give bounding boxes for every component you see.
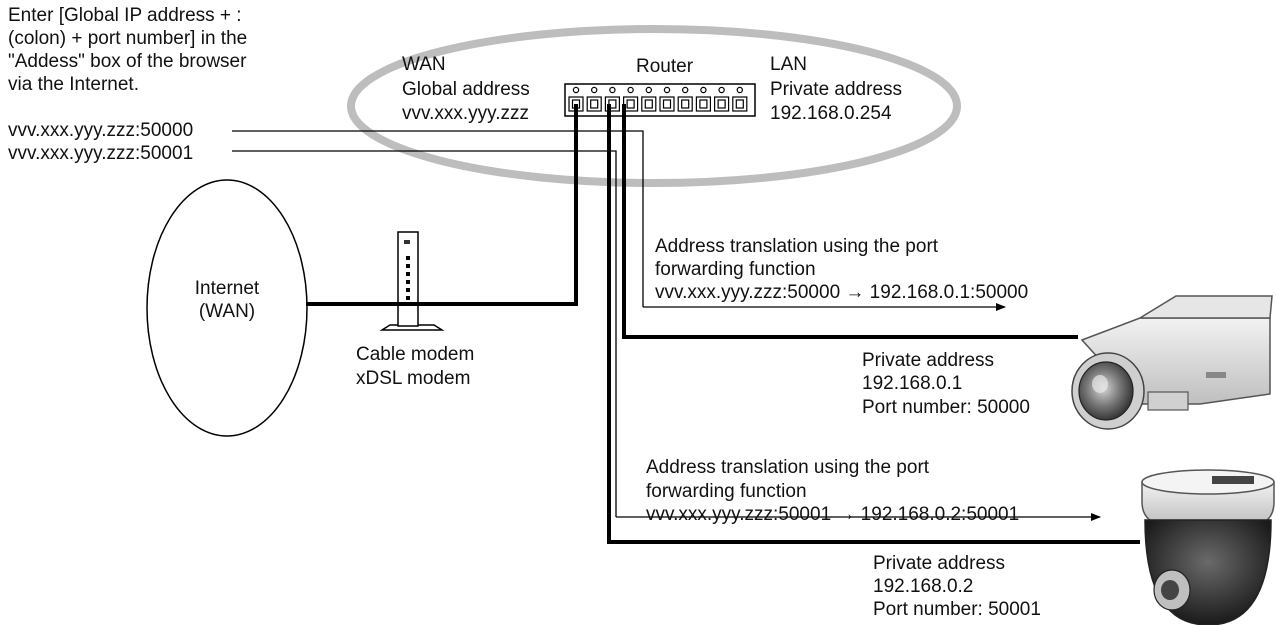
- internet-label-line-2: (WAN): [198, 301, 256, 322]
- modem-icon: [379, 231, 445, 331]
- modem-label-line-1: Cable modem: [356, 344, 475, 365]
- instruction-line-3: "Addess" box of the browser: [8, 51, 247, 72]
- lan-address-label: Private address: [770, 79, 903, 100]
- cable-router-camera-b: [607, 104, 1140, 544]
- router-led: [627, 86, 634, 94]
- access-lines: [232, 130, 1101, 521]
- instruction-line-4: via the Internet.: [8, 74, 139, 95]
- camera-b-address-label: Private address: [873, 553, 1006, 574]
- router-led: [572, 86, 580, 94]
- router-port: [732, 96, 748, 112]
- camera-a-port: Port number: 50000: [862, 397, 1030, 418]
- lan-label: LAN: [770, 54, 807, 75]
- camera-a-address-label: Private address: [862, 350, 995, 371]
- access-line-port-b: [232, 150, 617, 517]
- modem-label-line-2: xDSL modem: [356, 368, 471, 389]
- lan-address: 192.168.0.254: [770, 103, 892, 124]
- cable-internet-modem: [306, 104, 578, 306]
- router-led: [609, 86, 616, 94]
- translation-a-line-3: vvv.xxx.yyy.zzz:50000 → 192.168.0.1:5000…: [655, 282, 1029, 303]
- router-port-jack: [735, 99, 744, 109]
- router-led: [663, 86, 671, 94]
- router-port-jack: [717, 99, 726, 109]
- router-port: [604, 96, 621, 112]
- router-port: [586, 96, 602, 112]
- wan-address: vvv.xxx.yyy.zzz: [402, 103, 530, 124]
- camera-b-port: Port number: 50001: [873, 599, 1041, 620]
- router-led: [591, 86, 598, 94]
- router-port: [659, 96, 675, 112]
- cable-router-camera-a: [622, 104, 1078, 339]
- router-label: Router: [636, 56, 694, 77]
- router-icon: [564, 83, 756, 117]
- translation-b-line-3: vvv.xxx.yyy.zzz:50001 → 192.168.0.2:5000…: [646, 504, 1020, 525]
- router-port-jack: [626, 99, 635, 109]
- url-port-b: vvv.xxx.yyy.zzz:50001: [8, 143, 194, 164]
- wan-label: WAN: [402, 54, 446, 75]
- router-port-jack: [644, 99, 653, 109]
- translation-a-line-1: Address translation using the port: [655, 236, 939, 257]
- router-led: [645, 86, 653, 94]
- camera-b-address: 192.168.0.2: [873, 576, 974, 597]
- camera-a-address: 192.168.0.1: [862, 373, 963, 394]
- translation-b-line-2: forwarding function: [646, 481, 807, 502]
- internet-cloud-icon: [146, 179, 308, 437]
- translation-a-line-2: forwarding function: [655, 259, 816, 280]
- dome-camera-icon: [1141, 469, 1275, 625]
- wan-address-label: Global address: [402, 79, 530, 100]
- access-line-port-a: [232, 130, 644, 307]
- router-led: [682, 86, 689, 94]
- router-port-jack: [699, 99, 708, 109]
- box-camera-icon: [1071, 295, 1273, 430]
- router-port: [713, 96, 730, 112]
- router-port-jack: [590, 99, 599, 109]
- network-cables: [306, 104, 1140, 544]
- router-port-jack: [662, 99, 672, 109]
- router-network-ellipse: [347, 25, 961, 187]
- router-led: [700, 86, 707, 94]
- router-port: [695, 96, 712, 112]
- instruction-line-2: (colon) + port number] in the: [8, 28, 248, 49]
- router-port: [677, 96, 693, 112]
- router-port-jack: [681, 99, 690, 109]
- router-port: [641, 96, 657, 112]
- router-led: [736, 86, 744, 94]
- instruction-line-1: Enter [Global IP address + :: [8, 5, 242, 26]
- router-led: [718, 86, 725, 94]
- internet-label-line-1: Internet: [194, 278, 260, 299]
- url-port-a: vvv.xxx.yyy.zzz:50000: [8, 120, 194, 141]
- translation-b-line-1: Address translation using the port: [646, 457, 930, 478]
